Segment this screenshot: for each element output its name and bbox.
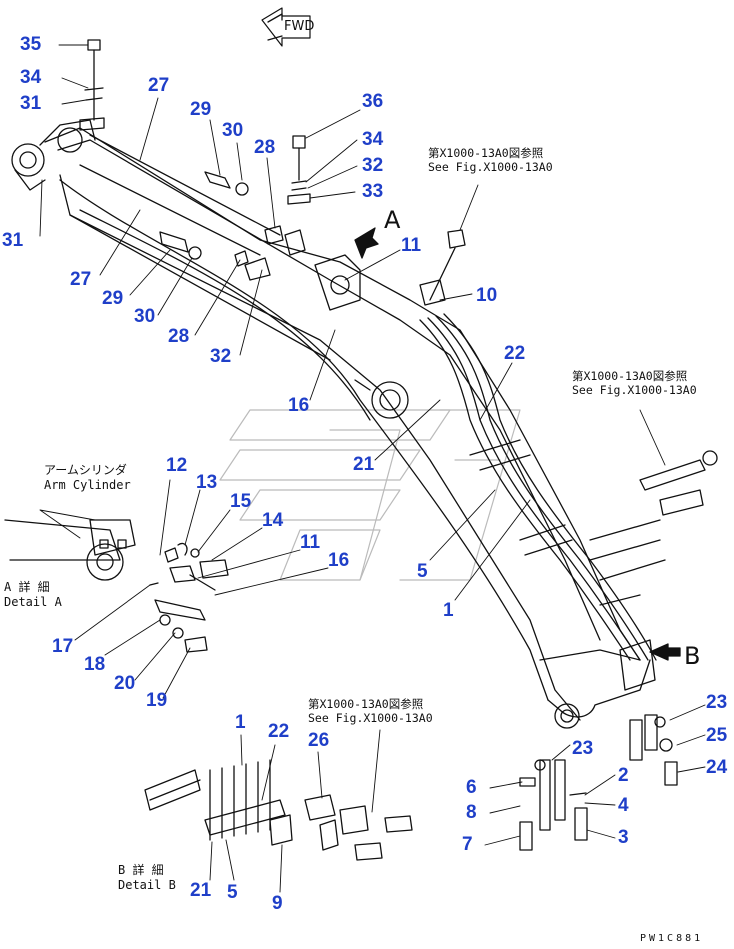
callout-25: 25 bbox=[706, 725, 728, 746]
callout-28: 28 bbox=[254, 137, 276, 158]
callout-1: 1 bbox=[443, 600, 454, 621]
ref-note-top-en: See Fig.X1000-13A0 bbox=[428, 160, 553, 174]
callout-6: 6 bbox=[466, 777, 477, 798]
view-letter-b: B bbox=[684, 642, 701, 670]
callout-26: 26 bbox=[308, 730, 330, 751]
callout-11: 11 bbox=[401, 235, 422, 256]
callout-15: 15 bbox=[230, 491, 252, 512]
ref-note-top-jp: 第X1000-13A0図参照 bbox=[428, 146, 544, 160]
callout-32-lower: 32 bbox=[210, 346, 232, 367]
callout-31-left: 31 bbox=[2, 230, 24, 251]
callout-19: 19 bbox=[146, 690, 168, 711]
callout-28-lower: 28 bbox=[168, 326, 190, 347]
callout-8: 8 bbox=[466, 802, 477, 823]
callout-30: 30 bbox=[222, 120, 244, 141]
callout-9: 9 bbox=[272, 893, 283, 914]
callout-29: 29 bbox=[190, 99, 212, 120]
ref-note-right: 第X1000-13A0図参照 See Fig.X1000-13A0 bbox=[572, 369, 697, 397]
ref-note-right-jp: 第X1000-13A0図参照 bbox=[572, 369, 688, 383]
ref-note-top: 第X1000-13A0図参照 See Fig.X1000-13A0 bbox=[428, 146, 553, 174]
callout-31: 31 bbox=[20, 93, 42, 114]
callout-32: 32 bbox=[362, 155, 384, 176]
drawing-code: PW1C881 bbox=[640, 933, 704, 944]
callout-22-detail-b: 22 bbox=[268, 721, 290, 742]
callout-11-lower: 11 bbox=[300, 532, 321, 553]
callout-1-detail-b: 1 bbox=[235, 712, 246, 733]
callout-3: 3 bbox=[618, 827, 629, 848]
ref-note-bottom-en: See Fig.X1000-13A0 bbox=[308, 711, 433, 725]
callout-35: 35 bbox=[20, 34, 42, 55]
ref-note-bottom: 第X1000-13A0図参照 See Fig.X1000-13A0 bbox=[308, 697, 433, 725]
arm-cylinder-en: Arm Cylinder bbox=[44, 478, 131, 492]
detail-b-label: B 詳 細 Detail B bbox=[118, 863, 176, 893]
callout-27-lower: 27 bbox=[70, 269, 92, 290]
callout-23-right: 23 bbox=[706, 692, 728, 713]
callout-7: 7 bbox=[462, 834, 473, 855]
detail-b-en: Detail B bbox=[118, 878, 176, 892]
callout-21-detail-b: 21 bbox=[190, 880, 212, 901]
callout-13: 13 bbox=[196, 472, 218, 493]
detail-a-jp: A 詳 細 bbox=[4, 580, 50, 594]
ref-note-bottom-jp: 第X1000-13A0図参照 bbox=[308, 697, 424, 711]
detail-b-jp: B 詳 細 bbox=[118, 863, 164, 877]
callout-12: 12 bbox=[166, 455, 188, 476]
fwd-arrow bbox=[261, 7, 311, 47]
callout-18: 18 bbox=[84, 654, 106, 675]
callout-36: 36 bbox=[362, 91, 384, 112]
callout-16: 16 bbox=[288, 395, 310, 416]
callout-21: 21 bbox=[353, 454, 375, 475]
callout-16-lower: 16 bbox=[328, 550, 350, 571]
callout-33: 33 bbox=[362, 181, 384, 202]
callout-29-lower: 29 bbox=[102, 288, 124, 309]
callout-5-detail-b: 5 bbox=[227, 882, 238, 903]
ref-note-right-en: See Fig.X1000-13A0 bbox=[572, 383, 697, 397]
callout-5: 5 bbox=[417, 561, 428, 582]
callout-30-lower: 30 bbox=[134, 306, 156, 327]
callout-22: 22 bbox=[504, 343, 526, 364]
callout-27: 27 bbox=[148, 75, 170, 96]
arm-cylinder-jp: アームシリンダ bbox=[44, 463, 127, 477]
watermark-logo bbox=[219, 409, 521, 581]
callout-34: 34 bbox=[20, 67, 42, 88]
callout-24: 24 bbox=[706, 757, 728, 778]
callout-23: 23 bbox=[572, 738, 594, 759]
view-letter-a: A bbox=[384, 206, 401, 234]
arm-cylinder-label: アームシリンダ Arm Cylinder bbox=[44, 463, 131, 493]
callout-10: 10 bbox=[476, 285, 498, 306]
callout-20: 20 bbox=[114, 673, 136, 694]
callout-34-right: 34 bbox=[362, 129, 384, 150]
detail-a-label: A 詳 細 Detail A bbox=[4, 580, 62, 610]
callout-17: 17 bbox=[52, 636, 74, 657]
callout-14: 14 bbox=[262, 510, 284, 531]
callout-4: 4 bbox=[618, 795, 629, 816]
callout-2: 2 bbox=[618, 765, 629, 786]
detail-a-en: Detail A bbox=[4, 595, 62, 609]
fwd-label: FWD bbox=[284, 19, 315, 34]
